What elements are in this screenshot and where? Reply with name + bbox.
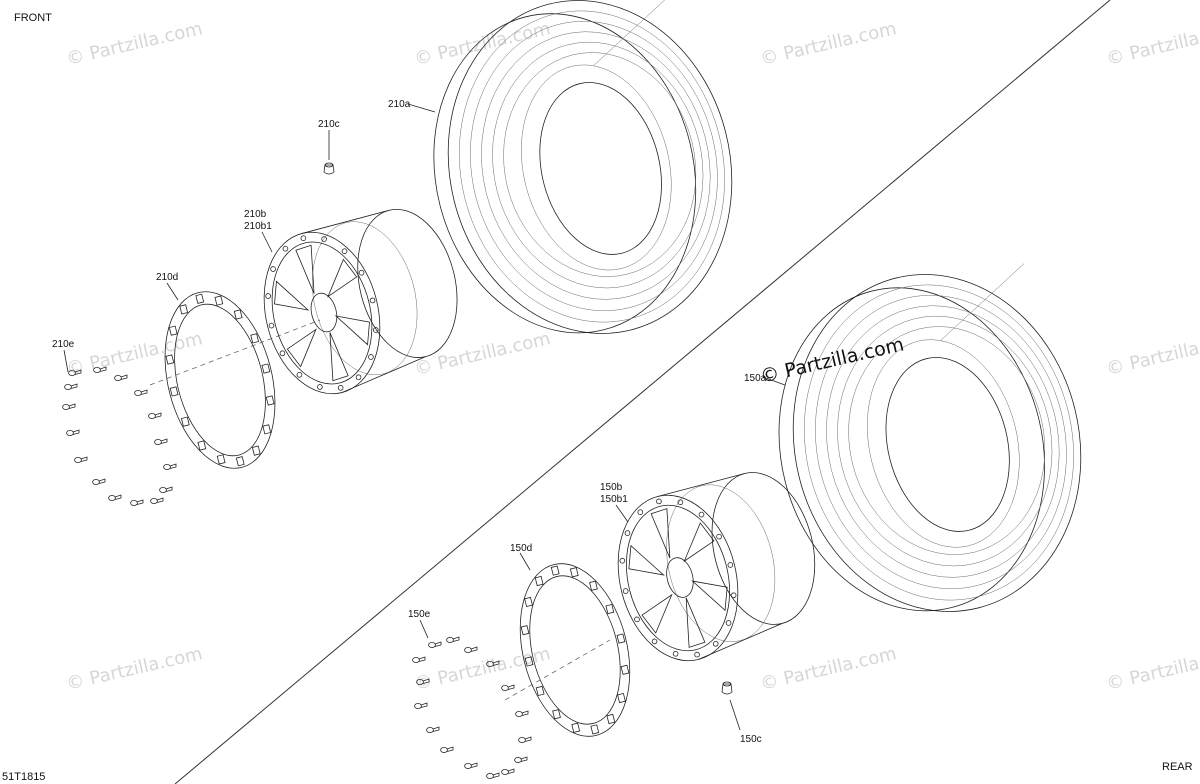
- bolt-icon: [412, 656, 426, 664]
- watermark-text: © Partzilla.com: [1104, 643, 1200, 695]
- bolt-icon: [130, 499, 144, 506]
- bolt-icon: [66, 429, 80, 436]
- front-bolt-set[interactable]: [62, 366, 177, 506]
- bolt-icon: [150, 497, 164, 504]
- rear-view-label: REAR: [1162, 761, 1193, 773]
- beadlock-ring-icon: [519, 563, 631, 737]
- bolt-icon: [108, 494, 122, 501]
- front-valve-stem[interactable]: [323, 162, 335, 175]
- bolt-icon: [64, 383, 78, 390]
- front-wheel-rim[interactable]: [247, 199, 475, 406]
- watermark-text: © Partzilla.com: [1104, 328, 1200, 380]
- tire-icon: [433, 0, 733, 334]
- bolt-icon: [446, 636, 460, 644]
- bolt-icon: [74, 456, 88, 463]
- bolt-icon: [486, 772, 500, 780]
- bolt-icon: [154, 438, 168, 445]
- valve-stem-icon: [721, 681, 733, 695]
- bolt-icon: [486, 660, 500, 668]
- watermark-text: © Partzilla.com: [64, 328, 204, 380]
- rear-axis-line: [504, 639, 611, 701]
- section-divider-line: [174, 0, 1111, 784]
- callout-210a: 210a: [388, 99, 411, 110]
- callout-210c: 210c: [318, 119, 340, 130]
- front-tire[interactable]: [399, 0, 766, 367]
- bolt-icon: [416, 678, 430, 686]
- drawing-number: 51T1815: [2, 771, 45, 783]
- bolt-icon: [501, 768, 515, 776]
- watermark-text: © Partzilla.com: [64, 18, 204, 70]
- callout-210d: 210d: [156, 272, 178, 283]
- bolt-icon: [159, 486, 173, 493]
- brand-stamp: © Partzilla.com: [758, 333, 906, 387]
- bolt-icon: [428, 641, 442, 649]
- watermark-text: © Partzilla.com: [64, 643, 204, 695]
- rear-valve-stem[interactable]: [721, 681, 733, 695]
- callout-150d: 150d: [510, 543, 532, 554]
- callout-150b1: 150b1: [600, 494, 628, 505]
- callout-150b: 150b: [600, 482, 623, 493]
- tire-icon: [778, 263, 1082, 612]
- callout-210b1: 210b1: [244, 221, 272, 232]
- callout-150c: 150c: [740, 734, 762, 745]
- bolt-icon: [515, 710, 529, 718]
- watermark-layer: © Partzilla.com © Partzilla.com © Partzill…: [64, 18, 1200, 695]
- bolt-icon: [414, 702, 428, 710]
- front-beadlock-ring[interactable]: [148, 280, 292, 480]
- front-axis-line: [149, 319, 321, 386]
- rim-icon: [617, 472, 816, 662]
- valve-stem-icon: [323, 162, 335, 175]
- bolt-icon: [464, 762, 478, 770]
- bolt-icon: [514, 756, 528, 764]
- bolt-icon: [68, 369, 82, 376]
- bolt-icon: [148, 412, 162, 419]
- watermark-text: © Partzilla.com: [758, 643, 898, 695]
- rear-beadlock-ring[interactable]: [503, 552, 646, 748]
- watermark-text: © Partzilla.com: [412, 18, 552, 70]
- front-view-label: FRONT: [14, 12, 52, 24]
- bolt-icon: [134, 389, 148, 396]
- watermark-text: © Partzilla.com: [758, 18, 898, 70]
- callout-150a: 150a: [744, 373, 767, 384]
- bolt-icon: [440, 746, 454, 754]
- rear-wheel-rim[interactable]: [601, 462, 833, 674]
- bolt-icon: [62, 403, 76, 410]
- rear-tire[interactable]: [744, 244, 1116, 646]
- leader-lines: [63, 103, 786, 731]
- watermark-text: © Partzilla.com: [1104, 18, 1200, 70]
- bolt-icon: [163, 463, 177, 470]
- bolt-icon: [518, 736, 532, 744]
- bolt-icon: [114, 374, 128, 381]
- bolt-icon: [464, 646, 478, 654]
- callout-210b: 210b: [244, 209, 267, 220]
- rim-icon: [263, 208, 458, 395]
- callout-210e: 210e: [52, 339, 75, 350]
- bolt-icon: [93, 366, 107, 373]
- bolt-icon: [501, 684, 515, 692]
- bolt-icon: [92, 478, 106, 485]
- bolt-icon: [426, 726, 440, 734]
- rear-bolt-set[interactable]: [412, 636, 532, 780]
- callout-150e: 150e: [408, 609, 431, 620]
- beadlock-ring-icon: [164, 291, 276, 469]
